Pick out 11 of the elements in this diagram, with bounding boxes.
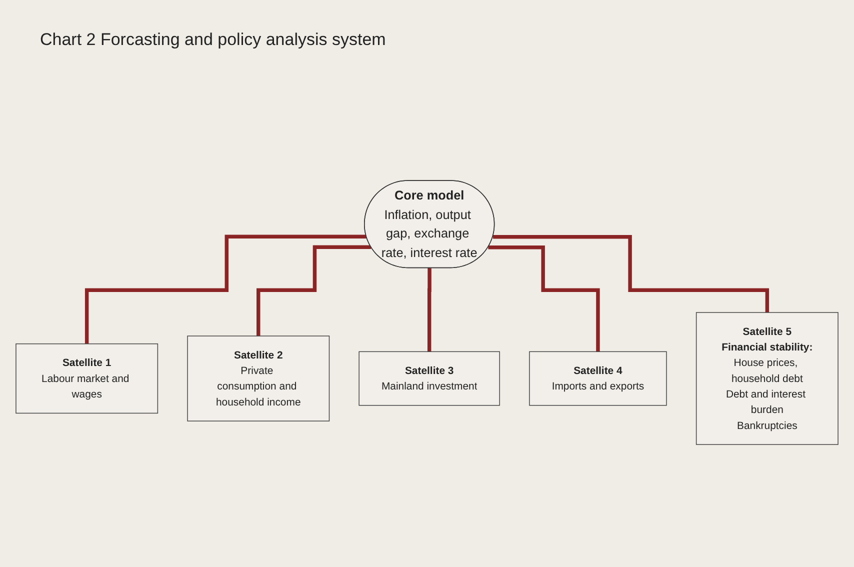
connector <box>427 266 432 354</box>
node-box: Satellite 5 Financial stability: House prices, household debt Debt and interest burden Bankruptcies <box>696 312 838 445</box>
chart-title: Chart 2 Forcasting and policy analysis system <box>40 30 386 50</box>
connector <box>488 246 600 354</box>
node-box: Satellite 2 Private consumption and household income <box>187 336 330 422</box>
connector <box>84 234 366 346</box>
connector <box>256 245 372 338</box>
node-box: Satellite 3 Mainland investment <box>358 351 500 406</box>
connector <box>492 234 770 314</box>
node-box: Satellite 4 Imports and exports <box>529 351 667 406</box>
node-box: Satellite 1 Labour market and wages <box>16 343 158 414</box>
